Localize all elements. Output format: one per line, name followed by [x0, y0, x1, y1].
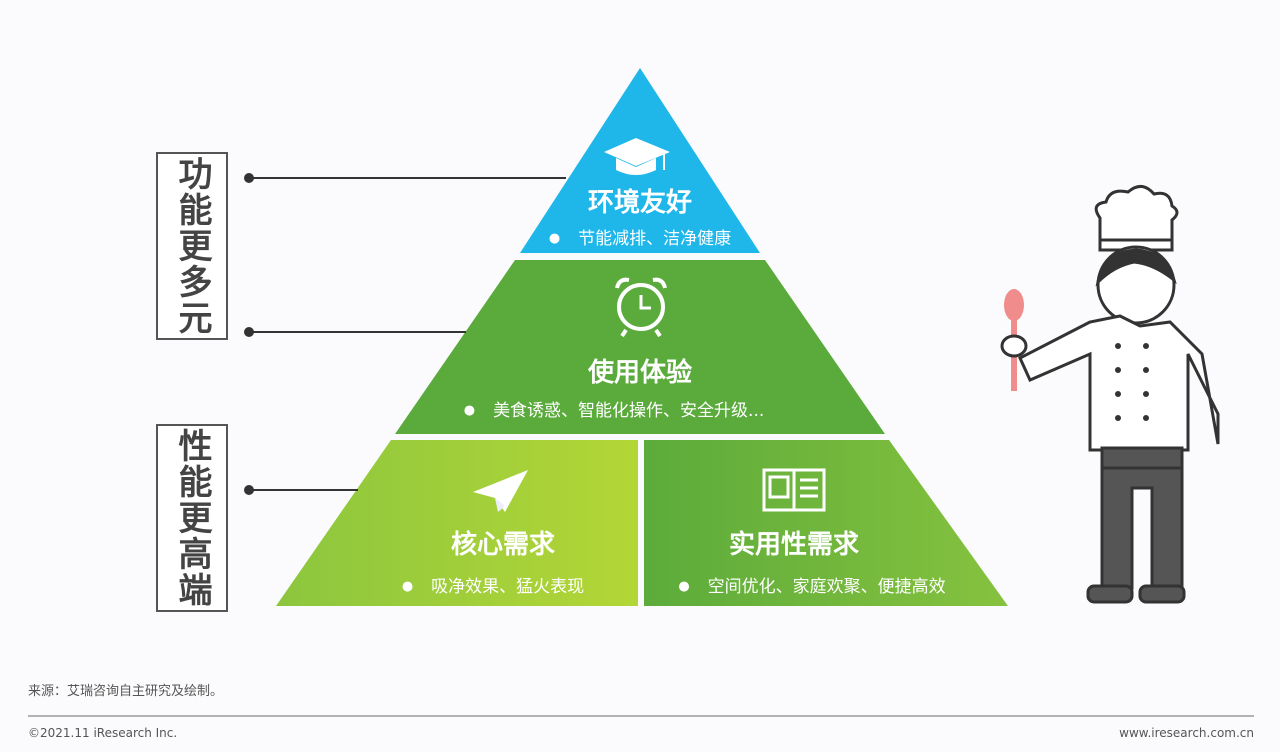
open-book-icon [762, 468, 826, 512]
tier-bottom-right [644, 440, 1008, 606]
tier-desc: 节能减排、洁净健康 [549, 224, 731, 249]
tier-title: 核心需求 [450, 530, 556, 560]
tier-title: 环境友好 [587, 188, 693, 218]
website: www.iresearch.com.cn [1119, 726, 1254, 740]
side-label-performance: 性能更高端 [156, 424, 228, 612]
graduation-cap-icon [604, 138, 670, 175]
tier-desc: 美食诱惑、智能化操作、安全升级... [464, 396, 764, 421]
tier-middle [395, 260, 885, 434]
connector-lines [248, 177, 566, 491]
side-label-functions: 功能更多元 [156, 152, 228, 340]
source-note: 来源：艾瑞咨询自主研究及绘制。 [28, 684, 224, 699]
tier-title: 使用体验 [587, 358, 693, 388]
tier-title: 实用性需求 [728, 530, 860, 560]
tier-desc: 吸净效果、猛火表现 [402, 572, 584, 597]
alarm-clock-icon [615, 277, 667, 338]
paper-plane-icon [473, 470, 528, 512]
tier-bottom-left [276, 440, 638, 606]
chef-illustration [1000, 185, 1220, 604]
copyright: ©2021.11 iResearch Inc. [28, 726, 178, 740]
tier-desc: 空间优化、家庭欢聚、便捷高效 [678, 572, 946, 597]
